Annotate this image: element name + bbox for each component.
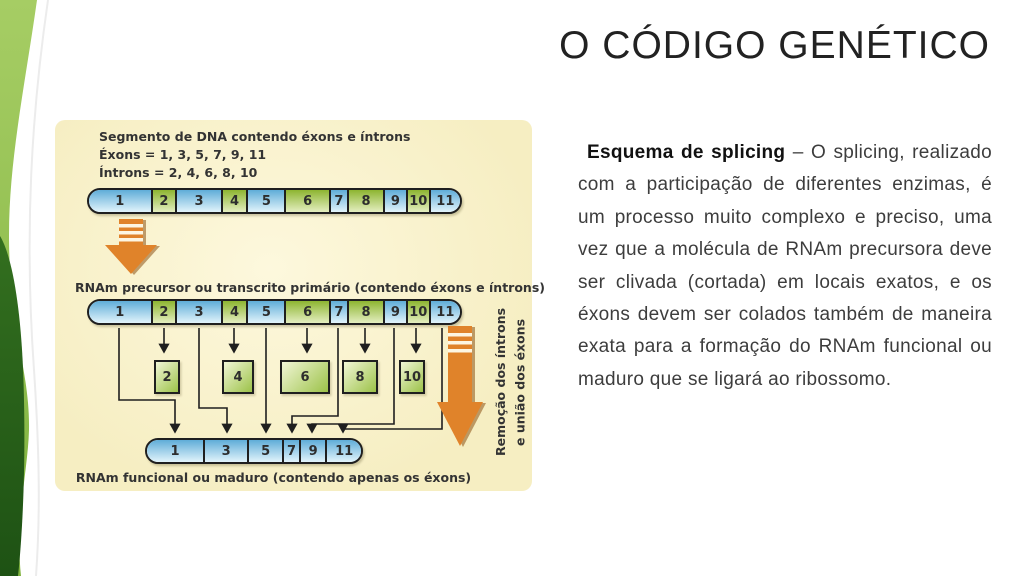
rna-segment: 6: [284, 301, 329, 323]
diagram-header-line-1: Segmento de DNA contendo éxons e íntrons: [99, 129, 411, 144]
swoosh-dark-shape: [0, 236, 25, 576]
paragraph-rest: – O splicing, realizado com a participaç…: [578, 142, 992, 390]
rna-segment: 8: [346, 301, 384, 323]
dna-segment: 9: [383, 190, 406, 212]
rna-segment: 1: [89, 301, 151, 323]
precursor-bar-label: RNAm precursor ou transcrito primário (c…: [75, 280, 545, 295]
rna-segment: 5: [246, 301, 285, 323]
dna-segment: 2: [150, 190, 176, 212]
removal-label-line-1: Remoção dos íntrons: [493, 307, 509, 456]
diagram-header: Segmento de DNA contendo éxons e íntrons…: [99, 128, 410, 182]
mature-segment: 3: [203, 440, 248, 462]
faint-curve-line: [28, 0, 49, 576]
diagram-header-line-3: Íntrons = 2, 4, 6, 8, 10: [99, 165, 258, 180]
rna-segment: 9: [383, 301, 406, 323]
dna-segment: 3: [175, 190, 221, 212]
dna-segment: 11: [428, 190, 460, 212]
rna-segment: 3: [175, 301, 221, 323]
dna-bar: 1 2 3 4 5 6 7 8 9 10 11: [87, 188, 462, 214]
rna-segment: 4: [220, 301, 247, 323]
mature-segment: 1: [147, 440, 204, 462]
slide-title: O CÓDIGO GENÉTICO: [559, 24, 990, 67]
rna-segment: 2: [150, 301, 176, 323]
dna-segment: 7: [328, 190, 347, 212]
mature-segment: 11: [325, 440, 361, 462]
mature-segment: 5: [247, 440, 282, 462]
dna-segment: 10: [405, 190, 429, 212]
diagram-header-line-2: Éxons = 1, 3, 5, 7, 9, 11: [99, 147, 267, 162]
dna-segment: 8: [346, 190, 384, 212]
mature-bar-label: RNAm funcional ou maduro (contendo apena…: [75, 470, 472, 485]
rna-segment: 11: [428, 301, 460, 323]
body-paragraph: Esquema de splicing – O splicing, realiz…: [578, 137, 992, 396]
green-swoosh-decoration: [0, 0, 49, 576]
down-arrow-icon: [105, 219, 157, 274]
dna-segment: 4: [220, 190, 247, 212]
mature-segment: 7: [282, 440, 299, 462]
paragraph-lead-bold: Esquema de splicing: [587, 142, 786, 163]
removal-label: Remoção dos íntrons e união dos éxons: [491, 308, 530, 456]
intron-box: 6: [280, 360, 330, 394]
dna-segment: 1: [89, 190, 151, 212]
removal-label-line-2: e união dos éxons: [512, 318, 528, 446]
mature-segment: 9: [298, 440, 326, 462]
intron-box: 2: [154, 360, 180, 394]
dna-segment: 6: [284, 190, 329, 212]
removal-arrow-icon: [437, 326, 483, 446]
intron-box: 4: [222, 360, 254, 394]
rna-segment: 10: [405, 301, 429, 323]
mature-bar: 1 3 5 7 9 11: [145, 438, 363, 464]
intron-box: 10: [399, 360, 425, 394]
splicing-diagram-panel: Segmento de DNA contendo éxons e íntrons…: [55, 120, 545, 491]
precursor-bar: 1 2 3 4 5 6 7 8 9 10 11: [87, 299, 462, 325]
dna-segment: 5: [246, 190, 285, 212]
rna-segment: 7: [328, 301, 347, 323]
intron-box: 8: [342, 360, 378, 394]
